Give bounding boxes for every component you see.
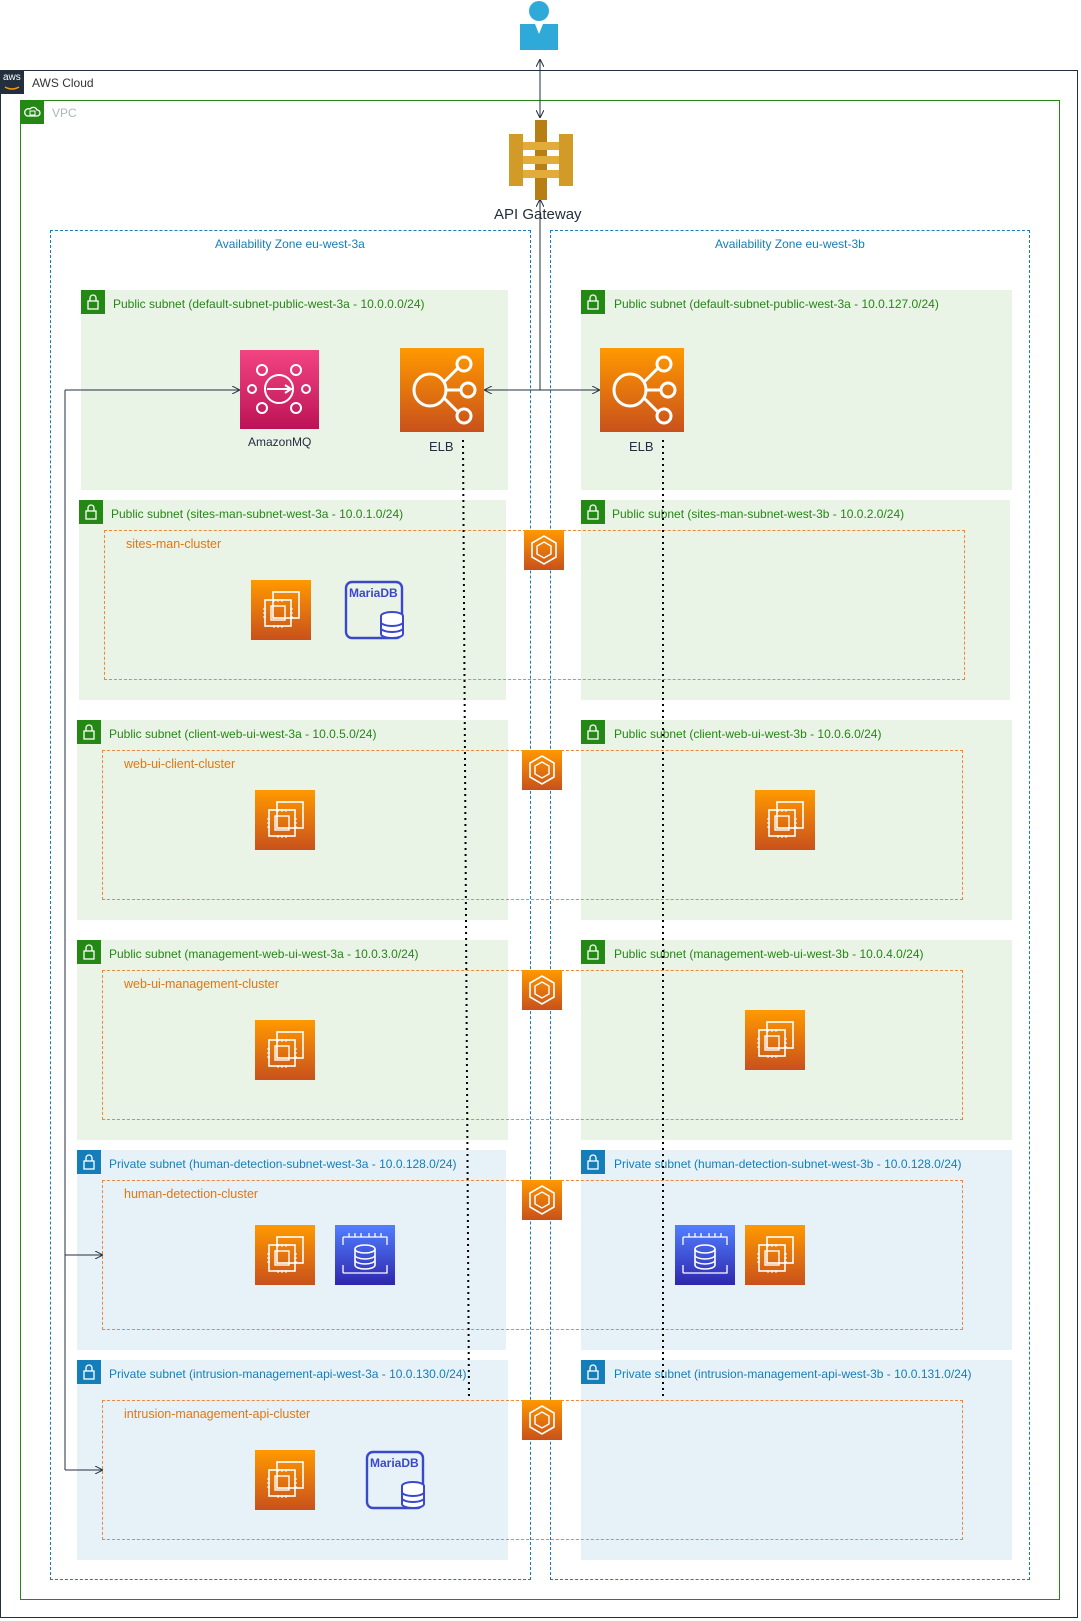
cluster-web-ui-management-label: web-ui-management-cluster xyxy=(124,977,279,991)
api-gateway-icon xyxy=(505,120,577,200)
public-subnet-lock-icon xyxy=(581,940,605,964)
aws-logo-icon: aws xyxy=(0,70,24,94)
ecs-icon xyxy=(522,1400,562,1440)
private-subnet-lock-icon xyxy=(581,1360,605,1384)
public-subnet-lock-icon xyxy=(81,290,105,314)
ecs-icon xyxy=(522,1180,562,1220)
public-subnet-lock-icon xyxy=(79,500,103,524)
ec2-icon xyxy=(255,1020,315,1080)
vpc-label: VPC xyxy=(52,106,77,120)
aws-cloud-container xyxy=(0,70,1078,1618)
aws-cloud-label: AWS Cloud xyxy=(32,76,94,90)
elb-label: ELB xyxy=(629,439,654,454)
availability-zone-b-label: Availability Zone eu-west-3b xyxy=(715,237,865,251)
elb-icon xyxy=(600,348,684,432)
ecs-icon xyxy=(524,530,564,570)
elb-label: ELB xyxy=(429,439,454,454)
public-subnet-lock-icon xyxy=(581,720,605,744)
subnet-intrusion-management-a-label: Private subnet (intrusion-management-api… xyxy=(109,1367,467,1381)
subnet-management-web-ui-b-label: Public subnet (management-web-ui-west-3b… xyxy=(614,947,924,961)
amazon-mq-label: AmazonMQ xyxy=(248,435,312,449)
subnet-default-public-a-label: Public subnet (default-subnet-public-wes… xyxy=(113,297,425,311)
mariadb-icon: MariaDB xyxy=(344,580,406,642)
public-subnet-lock-icon xyxy=(581,500,605,524)
aws-logo-text: aws xyxy=(3,72,21,83)
private-subnet-lock-icon xyxy=(581,1150,605,1174)
cluster-sites-man-label: sites-man-cluster xyxy=(126,537,222,551)
subnet-sites-man-b xyxy=(581,500,1010,700)
subnet-client-web-ui-b-label: Public subnet (client-web-ui-west-3b - 1… xyxy=(614,727,882,741)
cluster-human-detection-label: human-detection-cluster xyxy=(124,1187,259,1201)
subnet-management-web-ui-a-label: Public subnet (management-web-ui-west-3a… xyxy=(109,947,419,961)
mariadb-icon: MariaDB xyxy=(365,1450,427,1512)
availability-zone-b xyxy=(550,230,1030,1580)
subnet-client-web-ui-a-label: Public subnet (client-web-ui-west-3a - 1… xyxy=(109,727,377,741)
vpc-icon xyxy=(20,100,44,124)
subnet-intrusion-management-b xyxy=(581,1360,1012,1560)
user-icon xyxy=(520,0,558,50)
private-subnet-lock-icon xyxy=(77,1150,101,1174)
mariadb-label: MariaDB xyxy=(370,1456,419,1470)
public-subnet-lock-icon xyxy=(77,940,101,964)
ecs-icon xyxy=(522,750,562,790)
ecs-icon xyxy=(522,970,562,1010)
private-subnet-lock-icon xyxy=(77,1360,101,1384)
ec2-icon xyxy=(255,1225,315,1285)
rds-database-icon xyxy=(335,1225,395,1285)
public-subnet-lock-icon xyxy=(581,290,605,314)
cluster-intrusion-management-api-label: intrusion-management-api-cluster xyxy=(124,1407,311,1421)
availability-zone-a-label: Availability Zone eu-west-3a xyxy=(215,237,365,251)
ec2-icon xyxy=(255,1450,315,1510)
subnet-human-detection-b-label: Private subnet (human-detection-subnet-w… xyxy=(614,1157,962,1171)
subnet-human-detection-a-label: Private subnet (human-detection-subnet-w… xyxy=(109,1157,457,1171)
ec2-icon xyxy=(251,580,311,640)
subnet-sites-man-a-label: Public subnet (sites-man-subnet-west-3a … xyxy=(111,507,404,521)
cluster-web-ui-client-label: web-ui-client-cluster xyxy=(124,757,236,771)
availability-zone-a xyxy=(50,230,531,1580)
mariadb-label: MariaDB xyxy=(349,586,398,600)
api-gateway-label: API Gateway xyxy=(494,206,582,223)
subnet-intrusion-management-b-label: Private subnet (intrusion-management-api… xyxy=(614,1367,972,1381)
ec2-icon xyxy=(745,1225,805,1285)
subnet-sites-man-b-label: Public subnet (sites-man-subnet-west-3b … xyxy=(612,507,905,521)
ec2-icon xyxy=(745,1010,805,1070)
ec2-icon xyxy=(255,790,315,850)
rds-database-icon xyxy=(675,1225,735,1285)
ec2-icon xyxy=(755,790,815,850)
elb-icon xyxy=(400,348,484,432)
public-subnet-lock-icon xyxy=(77,720,101,744)
subnet-default-public-b-label: Public subnet (default-subnet-public-wes… xyxy=(614,297,939,311)
amazon-mq-icon xyxy=(240,350,319,429)
